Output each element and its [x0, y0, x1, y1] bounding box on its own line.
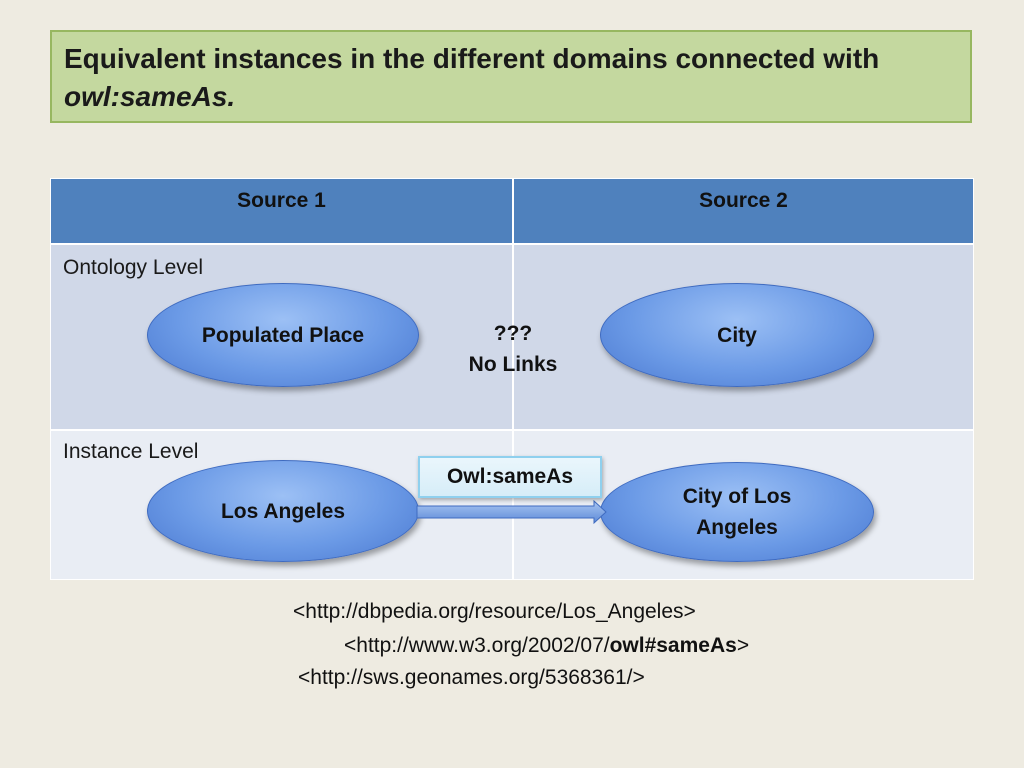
title-line-1: Equivalent instances in the different do…	[64, 43, 880, 74]
city-of-los-angeles-line-2: Angeles	[696, 516, 778, 539]
triple-subject: <http://dbpedia.org/resource/Los_Angeles…	[293, 600, 696, 623]
triple-predicate-suffix: >	[736, 634, 750, 657]
instance-level-label: Instance Level	[63, 440, 199, 463]
triple-object: <http://sws.geonames.org/5368361/>	[298, 666, 645, 689]
header-source-2: Source 2	[514, 179, 973, 243]
los-angeles-node: Los Angeles	[147, 460, 419, 562]
populated-place-node: Populated Place	[147, 283, 419, 387]
owl-sameas-label-box: Owl:sameAs	[418, 456, 602, 498]
header-source-1: Source 1	[51, 179, 512, 243]
city-of-los-angeles-node: City of Los Angeles	[600, 462, 874, 562]
ontology-level-label: Ontology Level	[63, 256, 204, 279]
title-line-2: owl:sameAs.	[64, 81, 236, 112]
triple-predicate-prefix: <http://www.w3.org/2002/07/	[344, 634, 610, 657]
no-links-text: No Links	[468, 353, 558, 376]
slide-title: Equivalent instances in the different do…	[50, 30, 972, 123]
city-of-los-angeles-line-1: City of Los	[682, 485, 792, 508]
triple-predicate: <http://www.w3.org/2002/07/owl#sameAs>	[344, 634, 749, 658]
no-links-label: ??? No Links	[448, 318, 578, 380]
owl-sameas-label: Owl:sameAs	[446, 465, 574, 488]
no-links-question: ???	[493, 322, 533, 345]
sameas-arrow-icon	[416, 500, 607, 525]
triple-predicate-bold: owl#sameAs	[609, 634, 737, 657]
city-node: City	[600, 283, 874, 387]
column-divider	[512, 179, 514, 579]
